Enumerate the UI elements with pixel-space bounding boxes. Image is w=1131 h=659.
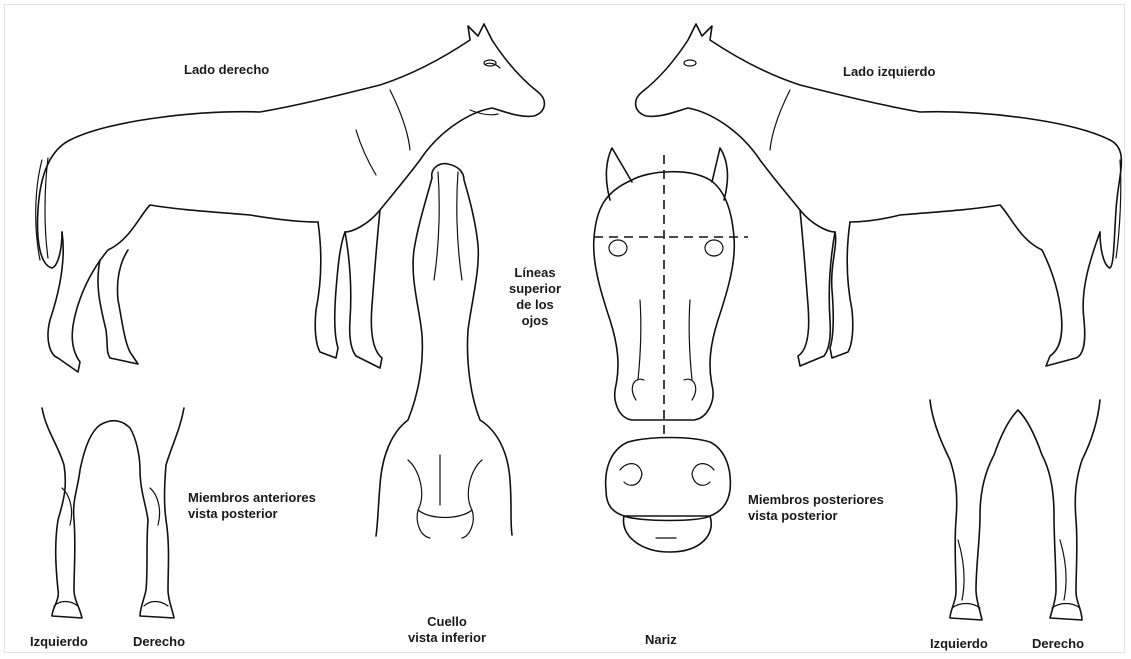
hindlimbs-posterior-drawing <box>930 400 1100 620</box>
forelimbs-line-1: Miembros anteriores <box>188 490 316 506</box>
hindlimbs-line-2: vista posterior <box>748 508 884 524</box>
nose-drawing <box>606 438 731 553</box>
eye-lines-line-1: Líneas <box>496 265 574 281</box>
fore-right-leg-label: Derecho <box>133 634 185 650</box>
right-side-label: Lado derecho <box>184 62 269 78</box>
nose-label: Nariz <box>645 632 677 648</box>
eye-lines-line-2: superior <box>496 281 574 297</box>
hind-right-leg-label: Derecho <box>1032 636 1084 652</box>
hindlimbs-line-1: Miembros posteriores <box>748 492 884 508</box>
neck-inferior-drawing <box>376 164 512 538</box>
forelimbs-line-2: vista posterior <box>188 506 316 522</box>
eye-lines-line-3: de los <box>496 297 574 313</box>
forelimbs-posterior-drawing <box>42 408 184 618</box>
neck-line-1: Cuello <box>372 614 522 630</box>
neck-line-2: vista inferior <box>372 630 522 646</box>
fore-left-leg-label: Izquierdo <box>30 634 88 650</box>
neck-label: Cuello vista inferior <box>372 614 522 646</box>
hindlimbs-label: Miembros posteriores vista posterior <box>748 492 884 524</box>
hind-left-leg-label: Izquierdo <box>930 636 988 652</box>
horse-right-side-drawing <box>36 24 545 372</box>
left-side-label: Lado izquierdo <box>843 64 935 80</box>
eye-lines-label: Líneas superior de los ojos <box>496 265 574 329</box>
forelimbs-label: Miembros anteriores vista posterior <box>188 490 316 522</box>
head-front-drawing <box>594 148 748 440</box>
eye-lines-line-4: ojos <box>496 313 574 329</box>
